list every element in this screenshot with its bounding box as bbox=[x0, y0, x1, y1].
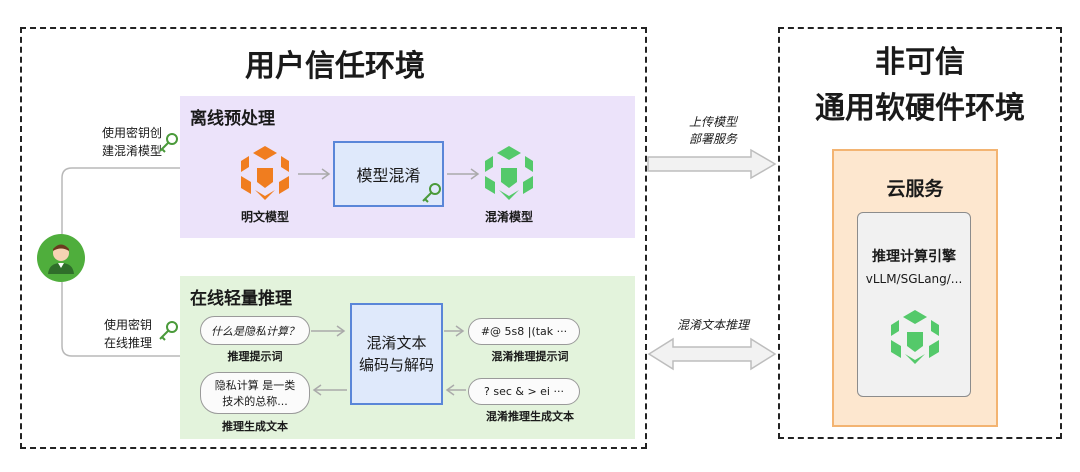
untrusted-environment bbox=[778, 27, 1062, 439]
upload-line2: 部署服务 bbox=[688, 132, 737, 146]
create-with-key-line1: 使用密钥创 bbox=[101, 126, 162, 140]
arrow-plain-to-obfuscate bbox=[298, 168, 331, 180]
upload-deploy-label: 上传模型 部署服务 bbox=[658, 114, 768, 148]
create-with-key-label: 使用密钥创 建混淆模型 bbox=[84, 124, 162, 160]
bidirectional-inference-arrow bbox=[647, 337, 777, 371]
person-icon bbox=[48, 244, 74, 274]
offline-title: 离线预处理 bbox=[190, 109, 275, 129]
trusted-environment bbox=[20, 27, 647, 449]
obfuscated-prompt-label: 混淆推理提示词 bbox=[491, 350, 569, 363]
engine-obfuscated-model-cube-icon bbox=[891, 310, 939, 364]
arrow-obf-gen-to-codec bbox=[445, 384, 466, 396]
user-avatar bbox=[37, 234, 85, 282]
key-icon bbox=[422, 183, 441, 203]
create-key-icon bbox=[159, 133, 178, 153]
plain-model-label: 明文模型 bbox=[240, 209, 289, 224]
codec-line2: 编码与解码 bbox=[358, 356, 434, 374]
obfuscated-prompt-bubble: #@ 5s8 |(tak ··· bbox=[468, 318, 580, 345]
generated-text-line2: 技术的总称... bbox=[222, 395, 288, 408]
arrow-codec-to-obf-prompt bbox=[444, 325, 465, 337]
untrusted-env-title: 非可信 通用软硬件环境 bbox=[780, 40, 1060, 132]
inference-engine-title: 推理计算引擎 bbox=[872, 249, 956, 265]
infer-with-key-line1: 使用密钥 bbox=[103, 318, 152, 332]
cloud-service-title: 云服务 bbox=[886, 178, 944, 200]
infer-with-key-line2: 在线推理 bbox=[103, 336, 152, 350]
obfuscated-model-cube-icon bbox=[485, 146, 533, 200]
model-obfuscation-label: 模型混淆 bbox=[356, 166, 421, 185]
obfuscated-model-label: 混淆模型 bbox=[484, 209, 533, 224]
infer-with-key-label: 使用密钥 在线推理 bbox=[84, 316, 152, 352]
generated-text-label: 推理生成文本 bbox=[222, 420, 288, 433]
upload-line1: 上传模型 bbox=[688, 115, 737, 129]
create-with-key-line2: 建混淆模型 bbox=[101, 144, 162, 158]
online-title: 在线轻量推理 bbox=[190, 289, 292, 309]
obfuscated-generated-label: 混淆推理生成文本 bbox=[486, 410, 574, 423]
obfuscated-text-inference-label: 混淆文本推理 bbox=[676, 318, 749, 332]
inference-engine-box bbox=[857, 212, 971, 397]
trusted-env-title: 用户信任环境 bbox=[245, 49, 425, 84]
generated-text-line1: 隐私计算 是一类 bbox=[214, 379, 296, 392]
prompt-bubble: 什么是隐私计算？ bbox=[200, 316, 310, 345]
obfuscated-generated-bubble: ? sec & > ei ··· bbox=[468, 378, 580, 405]
arrow-prompt-to-codec bbox=[311, 325, 346, 337]
codec-line1: 混淆文本 bbox=[366, 334, 427, 352]
arrow-obfuscate-to-model bbox=[447, 168, 480, 180]
inference-engine-subtitle: vLLM/SGLang/... bbox=[865, 272, 963, 286]
model-obfuscation-box: 模型混淆 bbox=[333, 141, 444, 207]
obfuscated-text-codec-box: 混淆文本 编码与解码 bbox=[350, 303, 443, 405]
infer-key-icon bbox=[159, 321, 178, 341]
untrusted-title-line2: 通用软硬件环境 bbox=[815, 91, 1025, 126]
user-connector-lines bbox=[61, 167, 180, 357]
prompt-label: 推理提示词 bbox=[227, 350, 283, 363]
generated-text-bubble: 隐私计算 是一类 技术的总称... bbox=[200, 372, 310, 414]
arrow-codec-to-generated bbox=[312, 384, 347, 396]
untrusted-title-line1: 非可信 bbox=[875, 45, 965, 80]
plain-model-cube-icon bbox=[241, 146, 289, 200]
upload-arrow bbox=[647, 148, 777, 180]
